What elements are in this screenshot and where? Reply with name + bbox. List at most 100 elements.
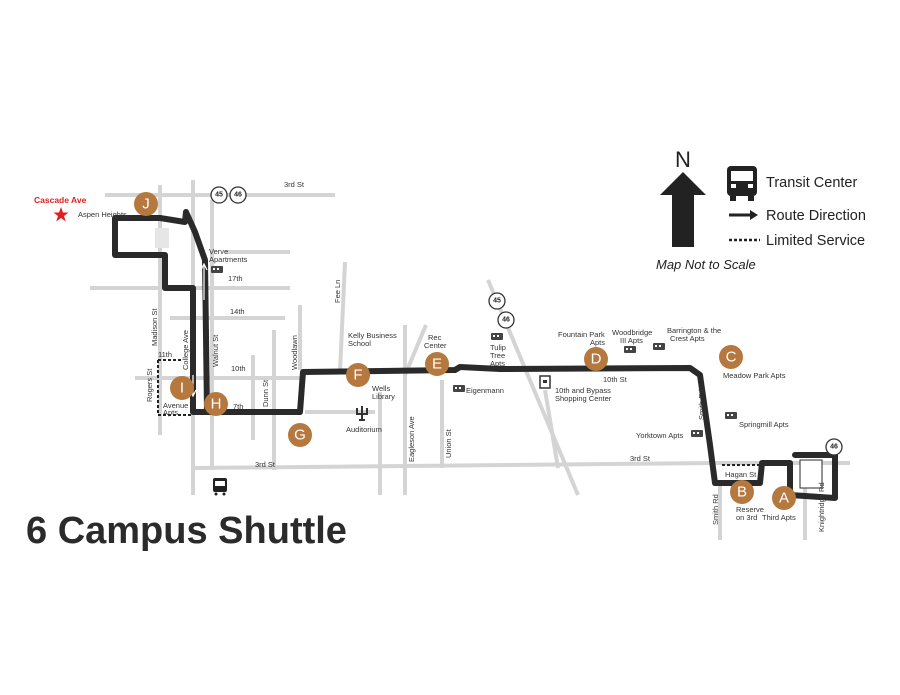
stop-a[interactable]: A <box>772 486 796 510</box>
place-label: Center <box>424 341 447 350</box>
street-label: 14th <box>230 307 245 316</box>
place-label: Meadow Park Apts <box>723 371 786 380</box>
street-label: Hagan St <box>725 470 757 479</box>
street-label: Dunn St <box>261 379 270 407</box>
place-label: Woodbridge <box>612 328 652 337</box>
star-icon <box>53 207 69 222</box>
route-shield-label: 46 <box>830 444 838 451</box>
stop-letter: F <box>353 367 362 384</box>
street-label: Woodlawn <box>290 335 299 370</box>
building-icons <box>211 266 737 437</box>
building-icon <box>725 412 737 419</box>
stops: A B C D E F G H I J <box>134 192 796 510</box>
place-label: Barrington & the <box>667 326 721 335</box>
stop-letter: G <box>294 427 306 444</box>
place-label: Rec <box>428 333 442 342</box>
street-label: Union St <box>444 428 453 458</box>
map-scale-note: Map Not to Scale <box>656 257 756 272</box>
stop-letter: D <box>591 351 602 368</box>
building-icon <box>653 343 665 350</box>
stop-letter: I <box>180 380 184 397</box>
building-icon <box>624 346 636 353</box>
cascade-ave-marker: Cascade Ave <box>34 195 87 222</box>
place-label: School <box>348 339 371 348</box>
place-label: Reserve <box>736 505 764 514</box>
street-label: 3rd St <box>284 180 305 189</box>
place-label: III Apts <box>620 336 643 345</box>
street-label: Eagleson Ave <box>407 416 416 462</box>
street-network <box>90 180 850 540</box>
place-label: Tree <box>490 351 505 360</box>
route-direction-icon <box>729 210 758 220</box>
place-label: Wells <box>372 384 390 393</box>
place-label: Third Apts <box>762 513 796 522</box>
route-shield-icon <box>825 438 843 456</box>
north-arrow-icon <box>660 172 706 247</box>
building-icon <box>491 333 503 340</box>
stop-f[interactable]: F <box>346 363 370 387</box>
limited-service-segments <box>157 359 760 466</box>
street-label: Madison St <box>150 308 159 346</box>
stop-letter: A <box>779 490 789 507</box>
stop-j[interactable]: J <box>134 192 158 216</box>
route-line <box>112 209 838 501</box>
route-shield-icon <box>497 311 515 329</box>
legend-transit-center: Transit Center <box>766 175 857 191</box>
street-label: Walnut St <box>211 334 220 367</box>
stop-c[interactable]: C <box>719 345 743 369</box>
building-icon <box>211 266 223 273</box>
place-label: Apts <box>490 359 505 368</box>
place-label: Fountain Park <box>558 330 605 339</box>
transit-center-icon <box>727 166 757 201</box>
stop-b[interactable]: B <box>730 480 754 504</box>
stop-letter: E <box>432 356 442 373</box>
place-label: 10th and Bypass <box>555 386 611 395</box>
stop-e[interactable]: E <box>425 352 449 376</box>
place-label: Library <box>372 392 395 401</box>
route-shield-icon <box>488 292 506 310</box>
street-label: College Ave <box>181 330 190 370</box>
stop-d[interactable]: D <box>584 347 608 371</box>
route-shields: 45 46 45 46 46 <box>210 186 843 456</box>
transfer-area <box>155 228 169 248</box>
street-label: 10th St <box>603 375 628 384</box>
stop-g[interactable]: G <box>288 423 312 447</box>
place-label: Auditorium <box>346 425 382 434</box>
map-title: 6 Campus Shuttle <box>26 510 347 552</box>
place-label: on 3rd <box>736 513 757 522</box>
place-label: Verve <box>209 247 228 256</box>
legend: N Transit Center Route Direction Limited… <box>656 147 866 272</box>
marker-label: Cascade Ave <box>34 195 87 205</box>
street-label: Rogers St <box>145 368 154 402</box>
bus-icon <box>213 478 227 496</box>
building-icon <box>453 385 465 392</box>
stop-i[interactable]: I <box>170 376 194 400</box>
place-labels: Aspen Heights Verve Apartments Kelly Bus… <box>78 210 796 522</box>
route-shield-icon <box>229 186 247 204</box>
place-label: Eigenmann <box>466 386 504 395</box>
stop-letter: J <box>142 196 150 213</box>
street-label: Smith Rd <box>697 389 706 420</box>
legend-route-direction: Route Direction <box>766 208 866 224</box>
street-label: 3rd St <box>630 454 651 463</box>
route-shield-label: 46 <box>502 317 510 324</box>
place-label: Avenue <box>163 401 188 410</box>
legend-limited-service: Limited Service <box>766 233 865 249</box>
street-label: 17th <box>228 274 243 283</box>
street-label: 7th <box>233 402 243 411</box>
place-label: Apts <box>590 338 605 347</box>
trident-icon <box>356 406 368 421</box>
place-label: Shopping Center <box>555 394 612 403</box>
route-shield-label: 45 <box>215 192 223 199</box>
place-label: Tulip <box>490 343 506 352</box>
stop-letter: H <box>211 396 222 413</box>
stop-h[interactable]: H <box>204 392 228 416</box>
place-label: Crest Apts <box>670 334 705 343</box>
street-label: 11th <box>158 350 172 359</box>
stop-letter: C <box>726 349 737 366</box>
building-icon <box>691 430 703 437</box>
place-label: Apts <box>163 408 178 417</box>
place-label: Kelly Business <box>348 331 397 340</box>
route-shield-icon <box>210 186 228 204</box>
